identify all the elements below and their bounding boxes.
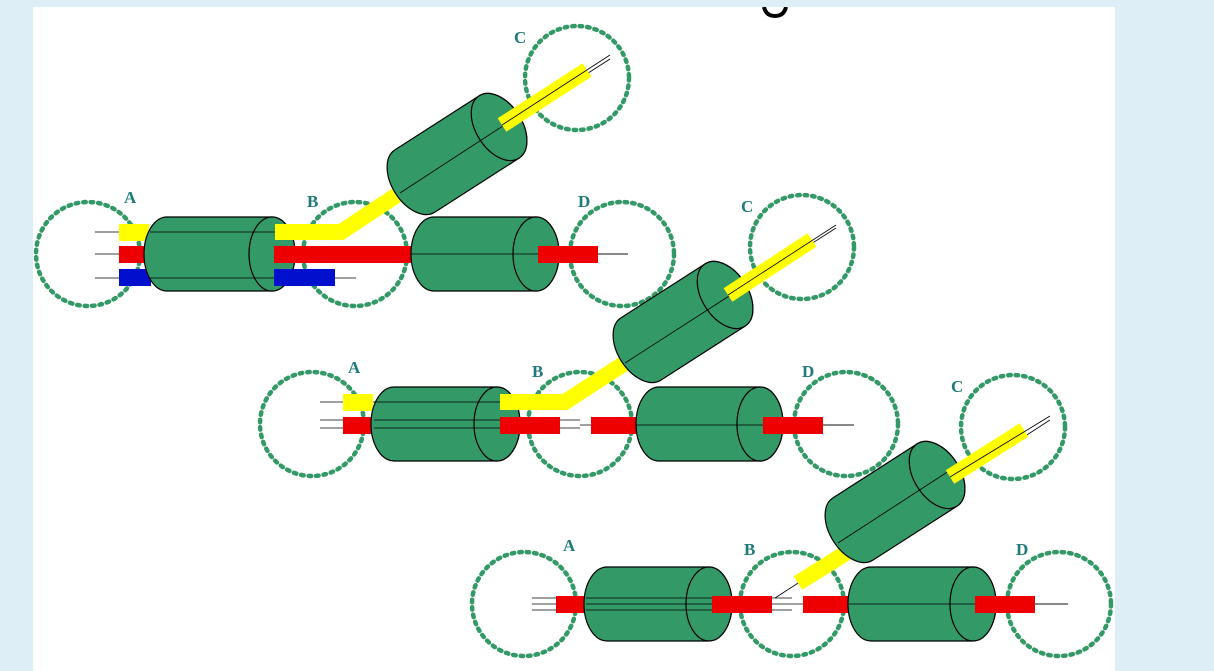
red-strand (538, 246, 598, 263)
red-strand (975, 596, 1035, 613)
yellow-strand (119, 224, 149, 241)
node-label-a: A (348, 358, 361, 377)
node-label-b: B (532, 362, 543, 381)
node-circle-c (958, 372, 1068, 482)
node-circle-c (522, 23, 632, 133)
node-label-d: D (1016, 540, 1028, 559)
node-label-c: C (514, 28, 526, 47)
yellow-strand (275, 186, 405, 240)
stage-2: A B C D (257, 192, 901, 479)
node-label-d: D (802, 362, 814, 381)
node-label-b: B (744, 540, 755, 559)
cylinder (612, 260, 754, 384)
title-fragment (762, 7, 788, 19)
red-strand (591, 417, 637, 434)
node-circle-c (747, 192, 857, 302)
yellow-strand (500, 356, 630, 410)
node-label-a: A (124, 188, 137, 207)
red-strand (500, 417, 560, 434)
red-strand (274, 246, 411, 263)
red-strand (556, 596, 586, 613)
blue-strand (119, 269, 151, 286)
node-label-b: B (307, 192, 318, 211)
red-strand (343, 417, 373, 434)
red-strand (712, 596, 772, 613)
node-label-a: A (563, 536, 576, 555)
cylinder (386, 92, 528, 216)
yellow-strand (343, 394, 373, 411)
stage-3: A B C D (469, 372, 1114, 659)
node-label-d: D (578, 192, 590, 211)
node-label-c: C (741, 197, 753, 216)
stage-1: A B C D (33, 23, 677, 309)
stage-2-node-labels: A B C D (348, 197, 814, 381)
red-strand (119, 246, 149, 263)
stage-3-node-labels: A B C D (563, 377, 1028, 559)
cylinder (370, 386, 521, 462)
red-strand (803, 596, 849, 613)
cylinder (635, 386, 784, 462)
fiber-routing-diagram: A B C D (33, 7, 1114, 659)
red-strand (763, 417, 823, 434)
diagram-slide: A B C D (33, 7, 1115, 671)
cylinder (824, 440, 966, 564)
yellow-strand (793, 546, 851, 590)
node-label-c: C (951, 377, 963, 396)
stage-1-node-labels: A B C D (124, 28, 590, 211)
cylinder (143, 216, 296, 292)
blue-strand (274, 269, 335, 286)
